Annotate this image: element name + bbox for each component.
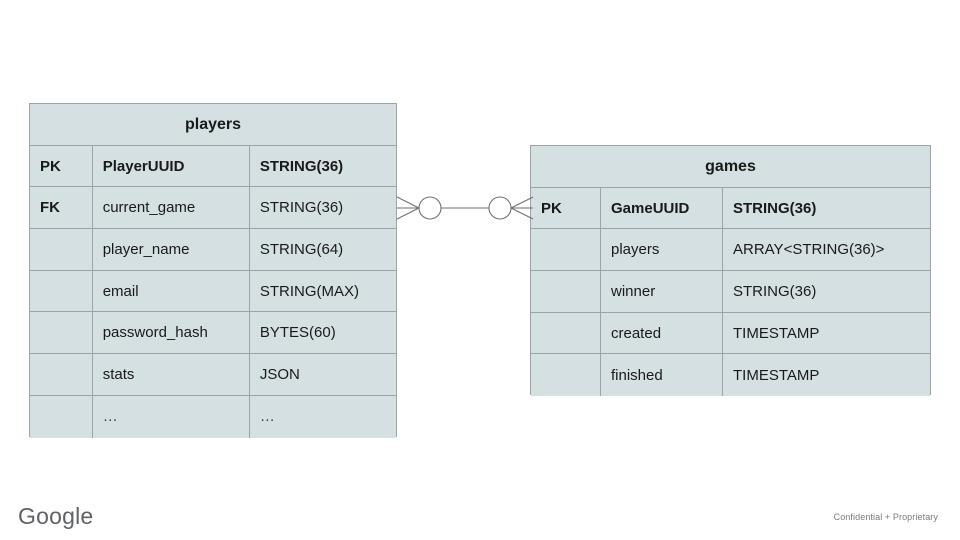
- table-row[interactable]: stats JSON: [30, 354, 396, 396]
- column-type: ARRAY<STRING(36)>: [733, 241, 885, 259]
- column-type: TIMESTAMP: [733, 324, 820, 342]
- column-name: players: [601, 229, 723, 271]
- google-logo: Google: [18, 503, 94, 529]
- column-key: [30, 229, 93, 270]
- table-row[interactable]: created TIMESTAMP: [531, 312, 930, 355]
- entity-players-title: players: [30, 104, 396, 146]
- table-row[interactable]: email STRING(MAX): [30, 270, 396, 313]
- table-row[interactable]: winner STRING(36): [531, 271, 930, 313]
- table-row[interactable]: players ARRAY<STRING(36)>: [531, 229, 930, 272]
- entity-games-title: games: [531, 146, 930, 188]
- crowsfoot-right-prong-lower: [510, 207, 534, 220]
- column-key: [531, 354, 601, 397]
- confidentiality-note: Confidential + Proprietary: [833, 512, 938, 522]
- table-row[interactable]: PK PlayerUUID STRING(36): [30, 145, 396, 188]
- table-row[interactable]: player_name STRING(64): [30, 229, 396, 271]
- column-name: winner: [601, 271, 723, 312]
- table-row[interactable]: FK current_game STRING(36): [30, 187, 396, 230]
- column-name: …: [93, 395, 250, 438]
- column-name: email: [93, 270, 250, 312]
- column-name: password_hash: [93, 312, 250, 354]
- table-row[interactable]: PK GameUUID STRING(36): [531, 187, 930, 230]
- column-type: …: [259, 408, 276, 426]
- column-type: STRING(36): [733, 282, 817, 300]
- column-key: [531, 271, 601, 312]
- column-key: [30, 395, 93, 438]
- column-type: STRING(36): [259, 157, 344, 175]
- column-key: [30, 312, 93, 354]
- table-row[interactable]: finished TIMESTAMP: [531, 354, 930, 397]
- cardinality-zero-circle-left: [418, 196, 442, 220]
- column-type: STRING(36): [259, 199, 344, 217]
- column-name: PlayerUUID: [93, 145, 250, 187]
- crowsfoot-right-prong-upper: [510, 196, 534, 209]
- column-name: finished: [601, 354, 723, 397]
- column-type: JSON: [259, 365, 300, 383]
- table-row[interactable]: … …: [30, 395, 396, 438]
- column-type: BYTES(60): [259, 324, 336, 342]
- crowsfoot-left-prong-upper: [396, 196, 420, 209]
- crowsfoot-left-prong-lower: [396, 207, 420, 220]
- column-key: FK: [30, 187, 93, 229]
- column-name: created: [601, 312, 723, 354]
- column-type: STRING(64): [259, 240, 344, 258]
- column-name: current_game: [93, 187, 250, 229]
- column-name: stats: [93, 354, 250, 395]
- column-key: PK: [531, 187, 601, 229]
- column-type: TIMESTAMP: [733, 366, 820, 384]
- relationship-connector-players-games[interactable]: [380, 178, 550, 238]
- entity-players[interactable]: players PK PlayerUUID STRING(36) FK curr…: [29, 103, 397, 438]
- column-key: [531, 312, 601, 354]
- column-key: [531, 229, 601, 271]
- column-key: [30, 270, 93, 312]
- entity-games[interactable]: games PK GameUUID STRING(36) players ARR…: [530, 145, 931, 397]
- cardinality-zero-circle-right: [488, 196, 512, 220]
- table-row[interactable]: password_hash BYTES(60): [30, 312, 396, 355]
- column-type: STRING(36): [733, 199, 817, 217]
- column-key: [30, 354, 93, 395]
- column-type: STRING(MAX): [259, 282, 359, 300]
- column-name: player_name: [93, 229, 250, 270]
- column-name: GameUUID: [601, 187, 723, 229]
- column-key: PK: [30, 145, 93, 187]
